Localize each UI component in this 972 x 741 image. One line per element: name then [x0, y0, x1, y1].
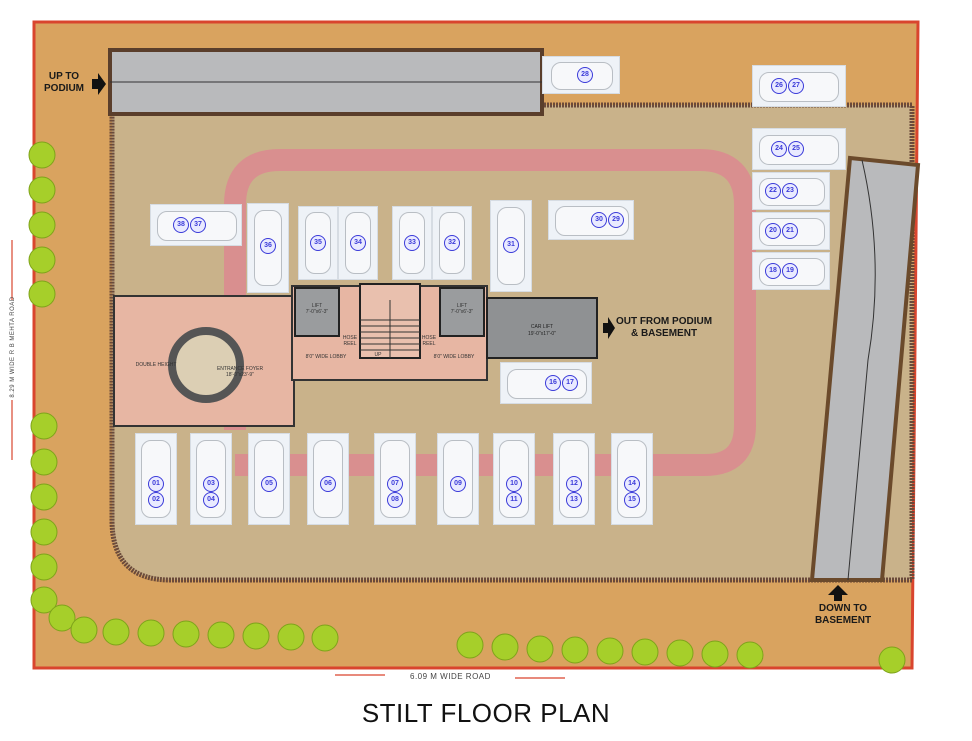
slot-number: 19	[782, 263, 798, 279]
slot-number: 38	[173, 217, 189, 233]
slot-number: 20	[765, 223, 781, 239]
parking-slot[interactable]: 34	[338, 206, 378, 280]
foyer-rotunda	[168, 327, 244, 403]
parking-slot[interactable]: 28	[542, 56, 620, 94]
slot-number: 36	[260, 238, 276, 254]
arrow-out-icon	[603, 317, 615, 339]
slot-number: 21	[782, 223, 798, 239]
lift-left	[294, 287, 340, 337]
label-entrance-foyer-size: 18'-0"x23'-9"	[226, 372, 254, 378]
slot-number: 14	[624, 476, 640, 492]
slot-number: 28	[577, 67, 593, 83]
slot-number: 07	[387, 476, 403, 492]
slot-number: 13	[566, 492, 582, 508]
slot-number: 02	[148, 492, 164, 508]
parking-slot[interactable]: 03 04	[190, 433, 232, 525]
slot-number: 08	[387, 492, 403, 508]
label-car-lift: CAR LIFT	[530, 324, 554, 330]
parking-slot[interactable]: 32	[432, 206, 472, 280]
parking-slot[interactable]: 09	[437, 433, 479, 525]
parking-slot[interactable]: 26 27	[752, 65, 846, 107]
parking-slot[interactable]: 06	[307, 433, 349, 525]
label-lift-left-size: 7'-0"x6'-3"	[305, 309, 329, 315]
parking-slot[interactable]: 30 29	[548, 200, 634, 240]
ramp-down-to-basement	[809, 155, 921, 582]
arrow-down-to-basement-icon	[828, 585, 848, 601]
label-lobby-left: 8'0" WIDE LOBBY	[305, 354, 347, 360]
slot-number: 27	[788, 78, 804, 94]
slot-number: 35	[310, 235, 326, 251]
slot-number: 24	[771, 141, 787, 157]
label-bottom-road: 6.09 M WIDE ROAD	[410, 672, 491, 681]
driveway-loop	[224, 149, 756, 476]
label-lobby-right: 8'0" WIDE LOBBY	[433, 354, 475, 360]
parking-slot[interactable]: 05	[248, 433, 290, 525]
slot-number: 06	[320, 476, 336, 492]
slot-number: 03	[203, 476, 219, 492]
label-lift-right: LIFT	[456, 303, 468, 309]
page-title: STILT FLOOR PLAN	[361, 698, 611, 728]
parking-slot[interactable]: 18 19	[752, 252, 830, 290]
label-lift-right-size: 7'-0"x6'-3"	[450, 309, 474, 315]
slot-number: 18	[765, 263, 781, 279]
parking-slot[interactable]: 36	[247, 203, 289, 293]
parking-slot[interactable]: 01 02	[135, 433, 177, 525]
label-down-to-basement: DOWN TO BASEMENT	[814, 603, 872, 626]
tree-row	[28, 141, 906, 674]
parking-slot[interactable]: 33	[392, 206, 432, 280]
slot-number: 26	[771, 78, 787, 94]
label-car-lift-size: 19'-0"x17'-0"	[528, 331, 556, 337]
slot-number: 05	[261, 476, 277, 492]
slot-number: 29	[608, 212, 624, 228]
arrow-up-to-podium-icon	[92, 73, 106, 95]
slot-number: 15	[624, 492, 640, 508]
parking-slot[interactable]: 22 23	[752, 172, 830, 210]
slot-number: 33	[404, 235, 420, 251]
parking-slot[interactable]: 14 15	[611, 433, 653, 525]
parking-slot[interactable]: 07 08	[374, 433, 416, 525]
parking-slot[interactable]: 12 13	[553, 433, 595, 525]
parking-slot[interactable]: 16 17	[500, 362, 592, 404]
slot-number: 10	[506, 476, 522, 492]
slot-number: 32	[444, 235, 460, 251]
slot-number: 22	[765, 183, 781, 199]
slot-number: 11	[506, 492, 522, 508]
slot-number: 16	[545, 375, 561, 391]
parking-slot[interactable]: 20 21	[752, 212, 830, 250]
slot-number: 17	[562, 375, 578, 391]
car-lift	[486, 297, 598, 359]
slot-number: 09	[450, 476, 466, 492]
slot-number: 25	[788, 141, 804, 157]
label-left-road: 8.29 M WIDE R B MEHTA ROAD	[10, 296, 16, 398]
label-up-to-podium: UP TO PODIUM	[44, 71, 84, 94]
slot-number: 31	[503, 237, 519, 253]
parking-slot[interactable]: 10 11	[493, 433, 535, 525]
parking-slot[interactable]: 38 37	[150, 204, 242, 246]
label-stair-up: UP	[374, 352, 382, 358]
slot-number: 01	[148, 476, 164, 492]
label-hose-reel-left: HOSE REEL	[342, 335, 358, 347]
label-double-height: DOUBLE HEIGHT	[135, 362, 177, 368]
label-lift-left: LIFT	[311, 303, 323, 309]
label-hose-reel-right: HOSE REEL	[421, 335, 437, 347]
lift-right	[439, 287, 485, 337]
parking-slot[interactable]: 35	[298, 206, 338, 280]
slot-number: 34	[350, 235, 366, 251]
parking-slot[interactable]: 31	[490, 200, 532, 292]
slot-number: 04	[203, 492, 219, 508]
slot-number: 30	[591, 212, 607, 228]
parking-slot[interactable]: 24 25	[752, 128, 846, 170]
slot-number: 37	[190, 217, 206, 233]
slot-number: 23	[782, 183, 798, 199]
label-out-from-podium: OUT FROM PODIUM & BASEMENT	[615, 316, 713, 339]
label-entrance-foyer: ENTRANCE FOYER	[216, 366, 264, 372]
slot-number: 12	[566, 476, 582, 492]
